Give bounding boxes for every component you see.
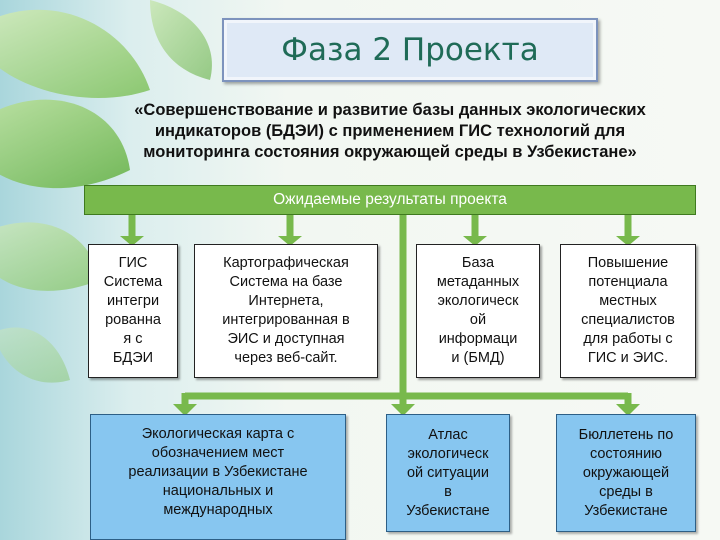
- results-header-bar: Ожидаемые результаты проекта: [84, 185, 696, 215]
- result-box-metadata-base: База метаданных экологическ ой информаци…: [416, 244, 540, 378]
- arrow-g: [616, 404, 640, 416]
- arrow-f: [391, 404, 415, 416]
- arrow-b: [278, 236, 302, 246]
- page-title: Фаза 2 Проекта: [281, 32, 539, 68]
- title-box: Фаза 2 Проекта: [222, 18, 598, 82]
- result-box-capacity-building: Повышение потенциала местных специалисто…: [560, 244, 696, 378]
- arrow-d: [616, 236, 640, 246]
- arrow-a: [120, 236, 144, 246]
- result-box-atlas: Атлас экологическ ой ситуации в Узбекист…: [386, 414, 510, 532]
- project-subtitle: «Совершенствование и развитие базы данны…: [134, 101, 646, 161]
- result-box-gis-system: ГИС Система интегри рованна я с БДЭИ: [88, 244, 178, 378]
- result-box-ecological-map: Экологическая карта с обозначением мест …: [90, 414, 346, 540]
- result-box-web-cartography: Картографическая Система на базе Интерне…: [194, 244, 378, 378]
- result-box-bulletin: Бюллетень по состоянию окружающей среды …: [556, 414, 696, 532]
- arrow-c: [463, 236, 487, 246]
- arrow-e: [173, 404, 197, 416]
- results-header-label: Ожидаемые результаты проекта: [273, 191, 507, 208]
